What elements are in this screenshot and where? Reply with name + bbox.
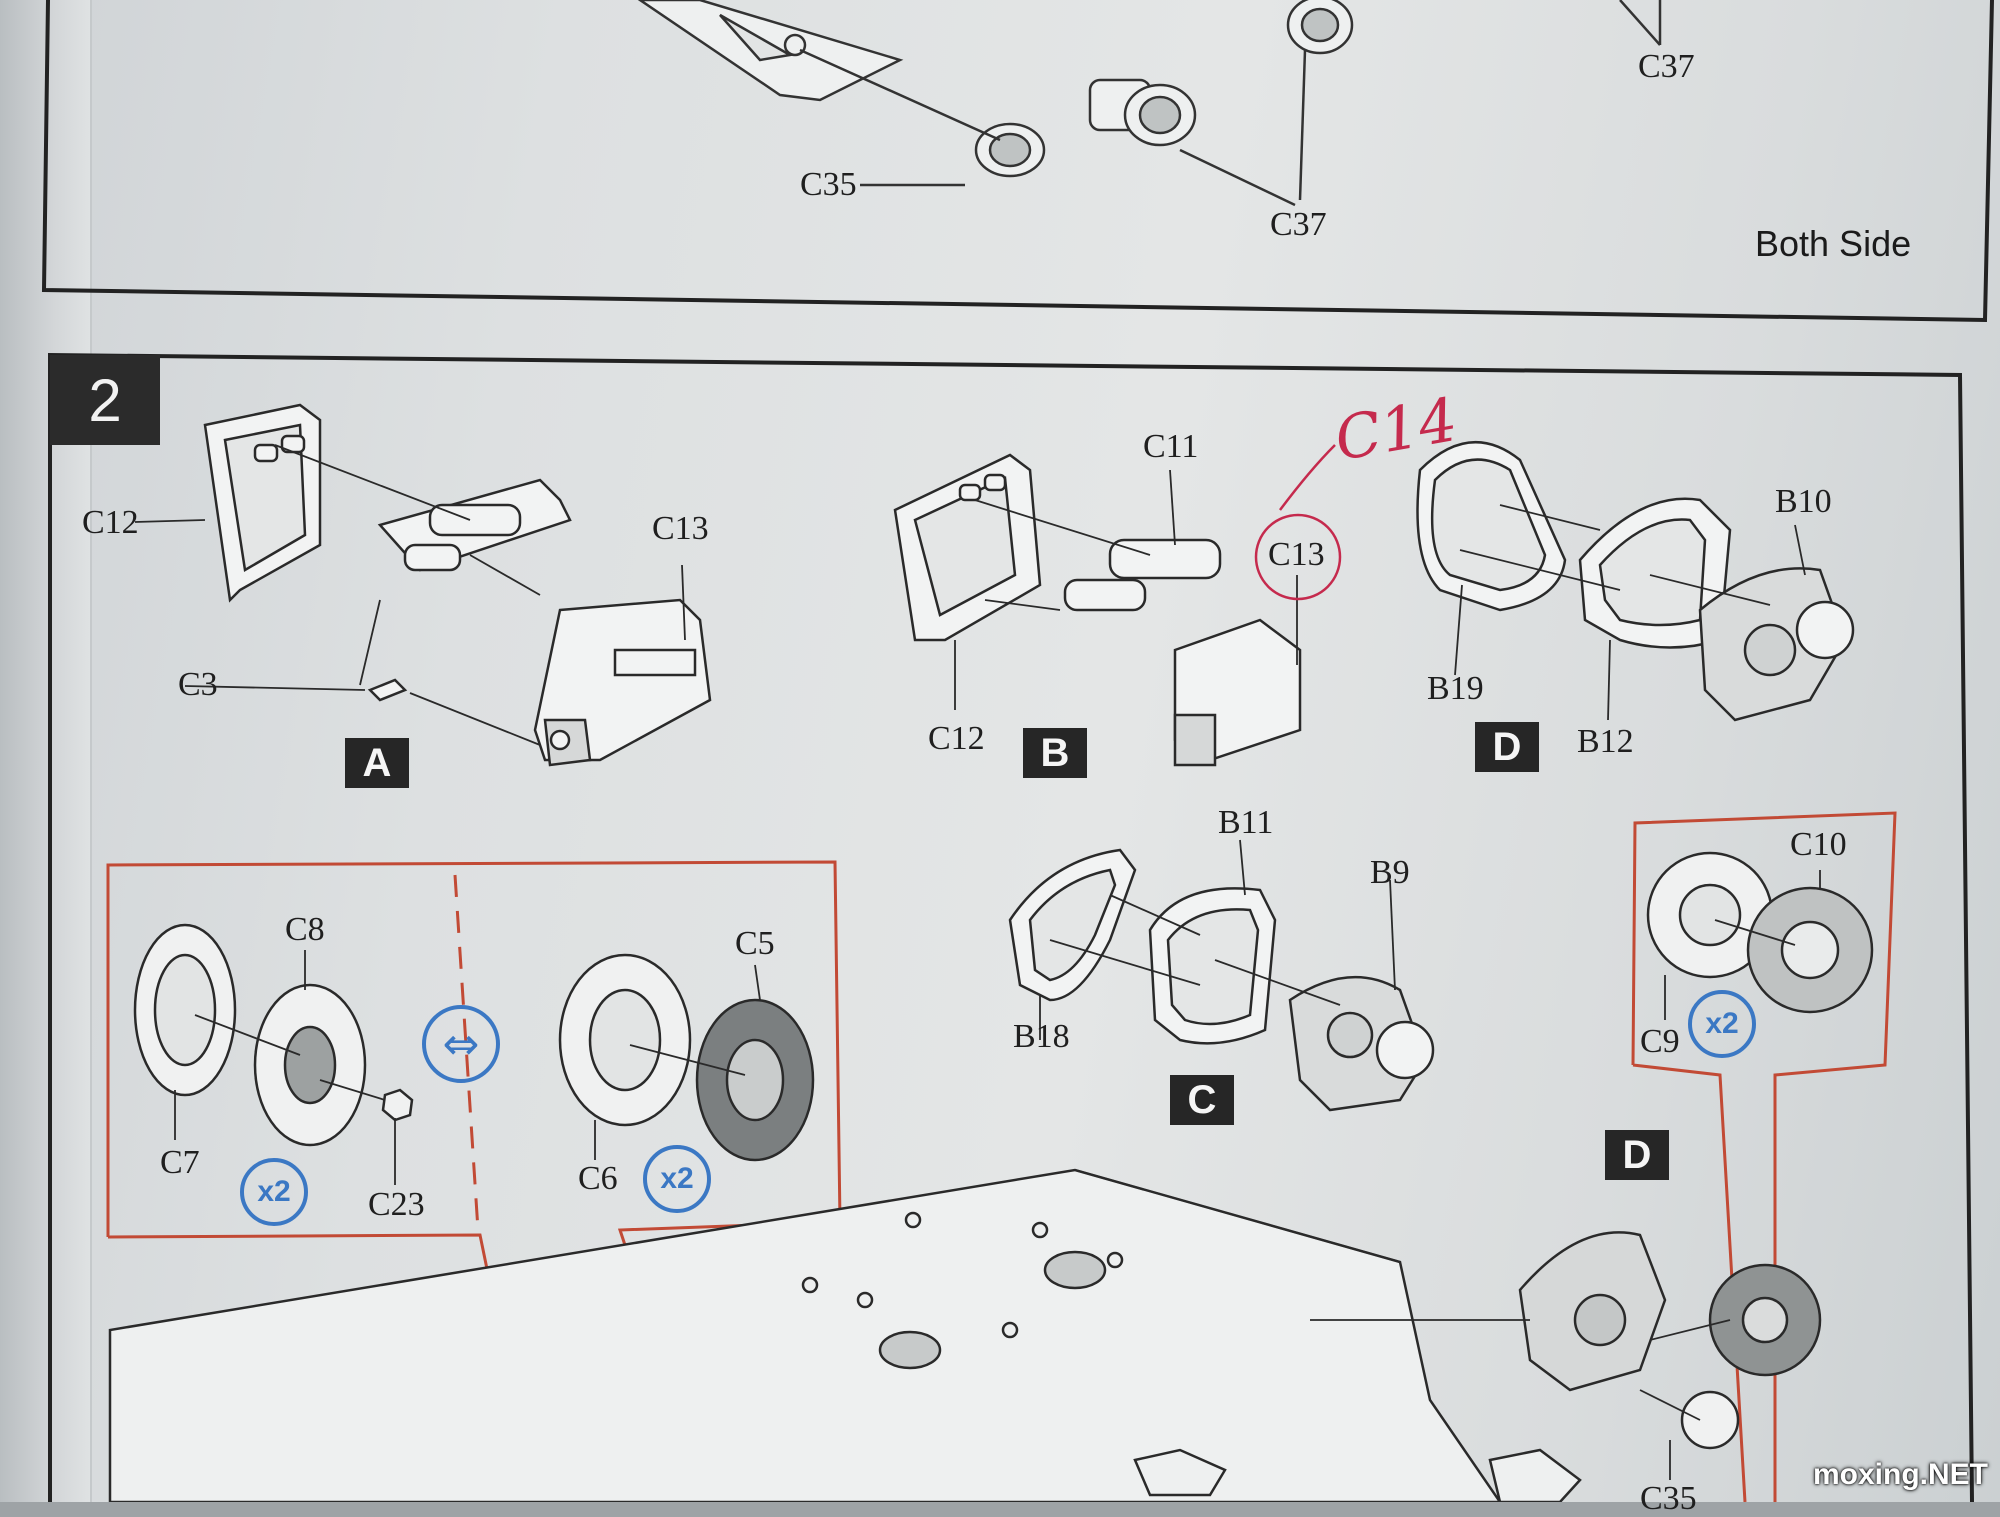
label-b19: B19	[1427, 670, 1484, 707]
label-c12-a: C12	[82, 504, 139, 541]
badge-b: B	[1023, 728, 1087, 778]
multiplier-badge-right: x2	[643, 1145, 711, 1213]
road-wheels	[133, 923, 815, 1185]
label-c9: C9	[1640, 1023, 1680, 1060]
label-b9: B9	[1370, 854, 1410, 891]
subassembly-a	[134, 403, 712, 767]
label-b12: B12	[1577, 723, 1634, 760]
label-c37-bottom: C37	[1270, 206, 1327, 243]
watermark: moxing.NET	[1812, 1458, 1988, 1491]
label-c12-b: C12	[928, 720, 985, 757]
label-c6: C6	[578, 1160, 618, 1197]
label-c8: C8	[285, 911, 325, 948]
step1-parts	[637, 0, 1662, 207]
sprockets	[1646, 851, 1874, 1377]
step-number: 2	[50, 355, 160, 445]
label-c37-right: C37	[1638, 48, 1695, 85]
label-b18: B18	[1013, 1018, 1070, 1055]
swap-arrows-icon: ⇔	[422, 1005, 500, 1083]
label-c11-b: C11	[1143, 428, 1199, 465]
label-c13-b: C13	[1268, 536, 1325, 573]
label-c35-top: C35	[800, 166, 857, 203]
handwritten-circle	[1254, 513, 1342, 601]
subassembly-d	[1416, 441, 1855, 722]
label-c13-a: C13	[652, 510, 709, 547]
label-c3-a: C3	[178, 666, 218, 703]
wheel-callout-divider	[453, 874, 480, 1231]
subassembly-c	[1008, 839, 1435, 1112]
step1-frame	[41, 0, 1994, 323]
handwritten-stroke	[1279, 444, 1336, 511]
label-b10: B10	[1775, 483, 1832, 520]
badge-c: C	[1170, 1075, 1234, 1125]
multiplier-badge-left: x2	[240, 1158, 308, 1226]
label-c35-hull: C35	[1640, 1480, 1697, 1517]
badge-a: A	[345, 738, 409, 788]
badge-d-hull: D	[1605, 1130, 1669, 1180]
label-c7: C7	[160, 1144, 200, 1181]
label-b11: B11	[1218, 804, 1274, 841]
subassembly-b	[893, 453, 1302, 767]
step2-frame	[48, 352, 1974, 1502]
label-c5: C5	[735, 925, 775, 962]
label-c23: C23	[368, 1186, 425, 1223]
hull	[108, 1168, 1740, 1502]
label-c10: C10	[1790, 826, 1847, 863]
multiplier-badge-sprocket: x2	[1688, 990, 1756, 1058]
badge-d: D	[1475, 722, 1539, 772]
both-side-note: Both Side	[1755, 223, 1912, 264]
